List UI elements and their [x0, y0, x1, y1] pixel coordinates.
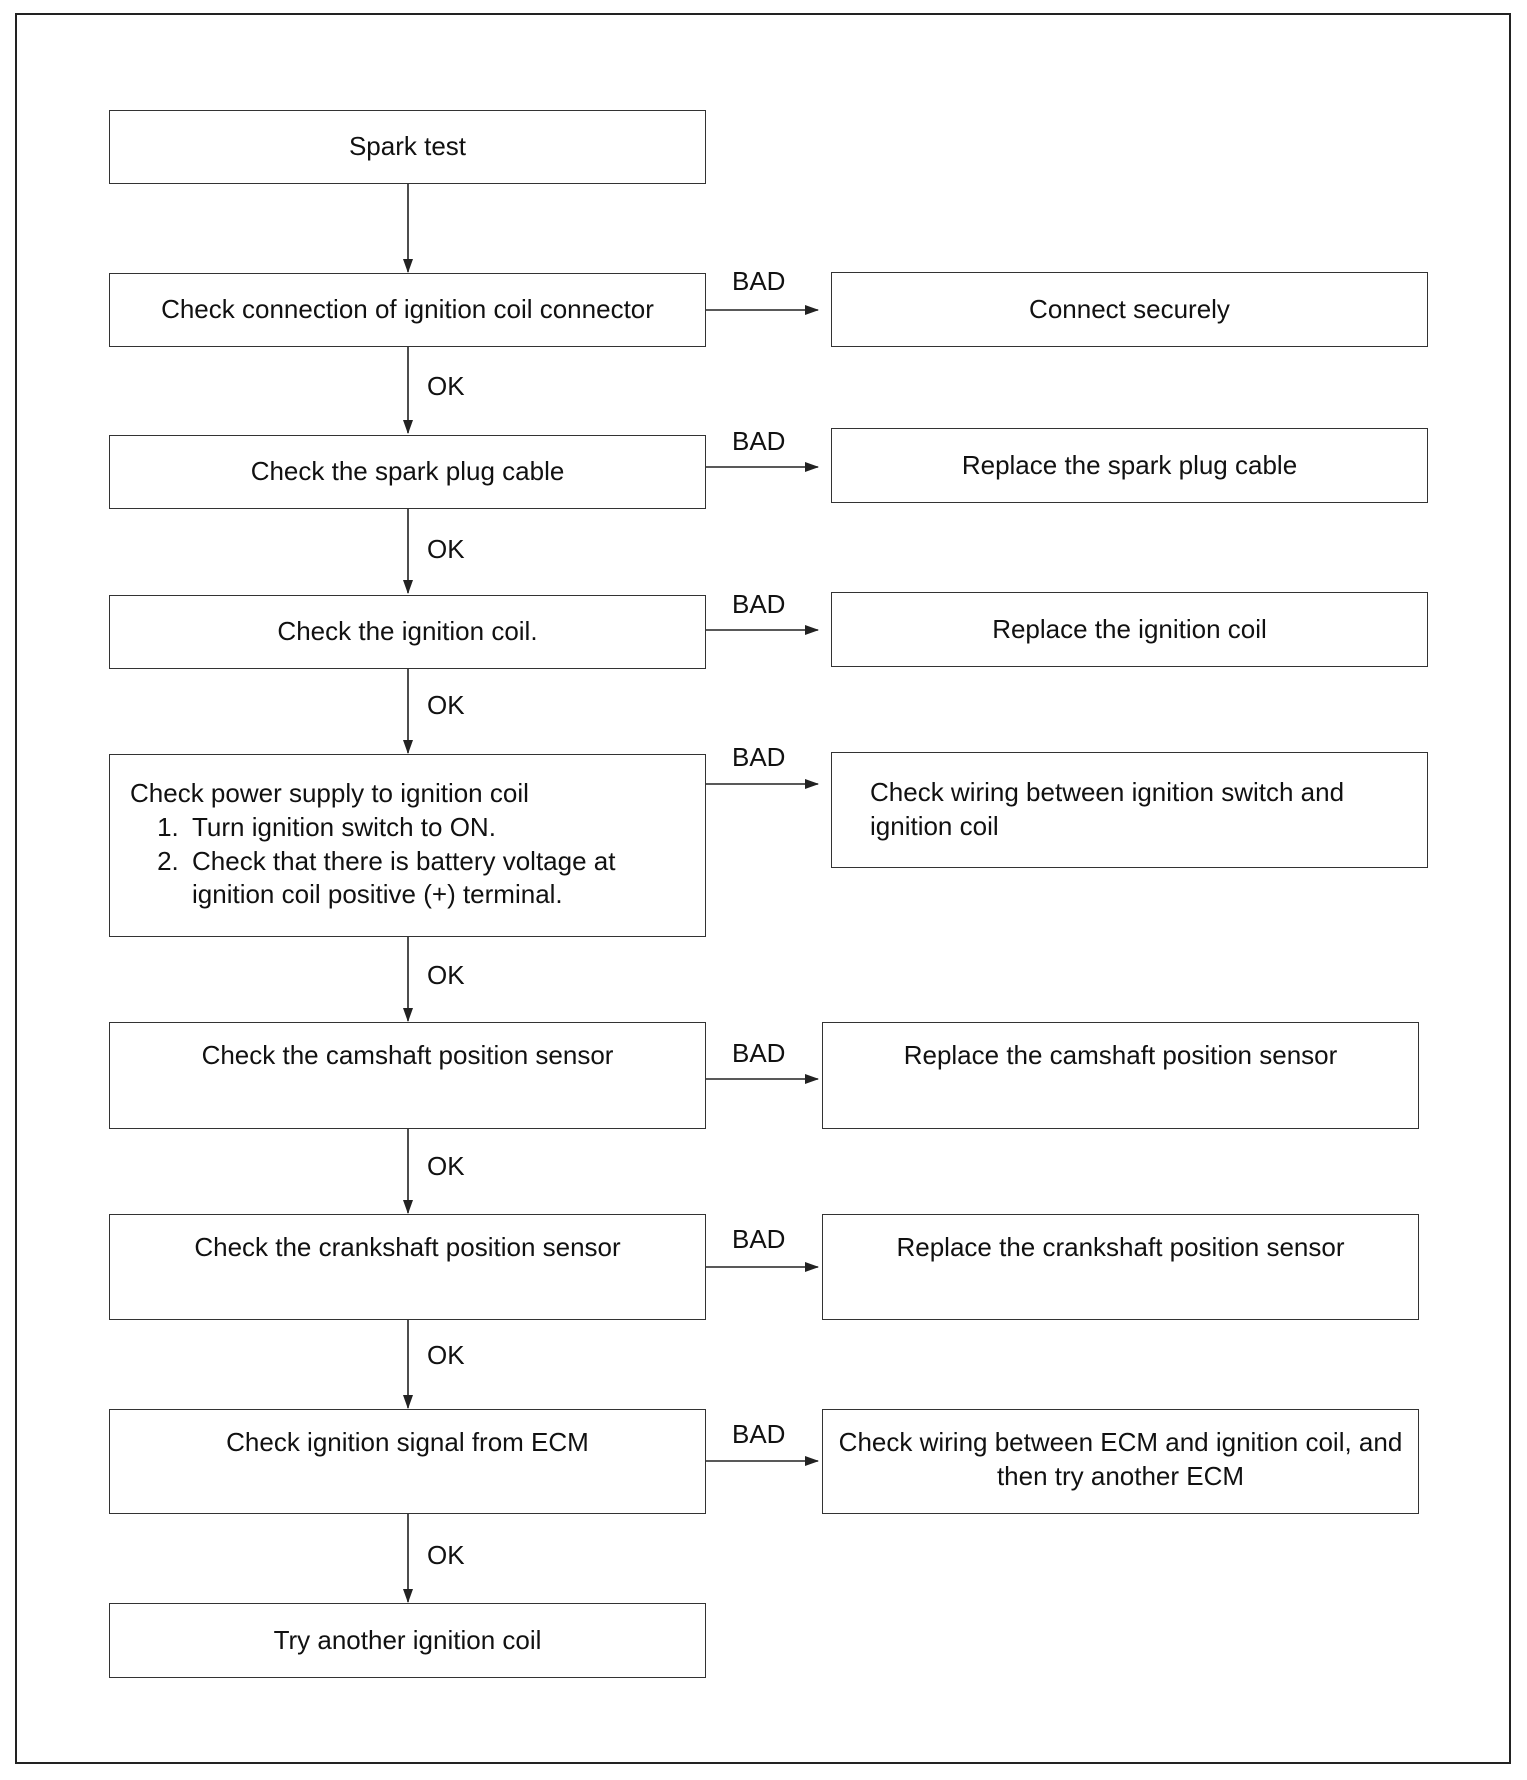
step-check-coil: Check the ignition coil.: [109, 595, 706, 669]
action-replace-coil: Replace the ignition coil: [831, 592, 1428, 667]
step-try-coil: Try another ignition coil: [109, 1603, 706, 1678]
step-check-power-list: Turn ignition switch to ON. Check that t…: [130, 811, 691, 912]
ok-label: OK: [427, 371, 465, 401]
step-check-power-title: Check power supply to ignition coil: [130, 778, 529, 808]
bad-label: BAD: [732, 266, 786, 296]
bad-label: BAD: [732, 1419, 786, 1449]
step-check-cable: Check the spark plug cable: [109, 435, 706, 509]
bad-label: BAD: [732, 426, 786, 456]
step-spark-test: Spark test: [109, 110, 706, 184]
bad-label: BAD: [732, 742, 786, 772]
step-check-connector: Check connection of ignition coil connec…: [109, 273, 706, 347]
action-connect-securely: Connect securely: [831, 272, 1428, 347]
ok-label: OK: [427, 534, 465, 564]
action-check-wiring-ecm: Check wiring between ECM and ignition co…: [822, 1409, 1419, 1514]
action-check-wiring-switch: Check wiring between ignition switch and…: [831, 752, 1428, 868]
action-replace-camshaft: Replace the camshaft position sensor: [822, 1022, 1419, 1129]
ok-label: OK: [427, 1540, 465, 1570]
bad-label: BAD: [732, 589, 786, 619]
step-check-power: Check power supply to ignition coil Turn…: [109, 754, 706, 937]
bad-label: BAD: [732, 1038, 786, 1068]
ok-label: OK: [427, 690, 465, 720]
step-check-ecm-signal: Check ignition signal from ECM: [109, 1409, 706, 1514]
ok-label: OK: [427, 960, 465, 990]
ok-label: OK: [427, 1151, 465, 1181]
step-check-camshaft: Check the camshaft position sensor: [109, 1022, 706, 1129]
action-replace-cable: Replace the spark plug cable: [831, 428, 1428, 503]
diagram-frame: [15, 13, 1511, 1764]
step-check-crankshaft: Check the crankshaft position sensor: [109, 1214, 706, 1320]
bad-label: BAD: [732, 1224, 786, 1254]
step-check-power-item: Turn ignition switch to ON.: [186, 811, 691, 845]
action-replace-crankshaft: Replace the crankshaft position sensor: [822, 1214, 1419, 1320]
step-check-power-item: Check that there is battery voltage at i…: [186, 845, 691, 913]
ok-label: OK: [427, 1340, 465, 1370]
